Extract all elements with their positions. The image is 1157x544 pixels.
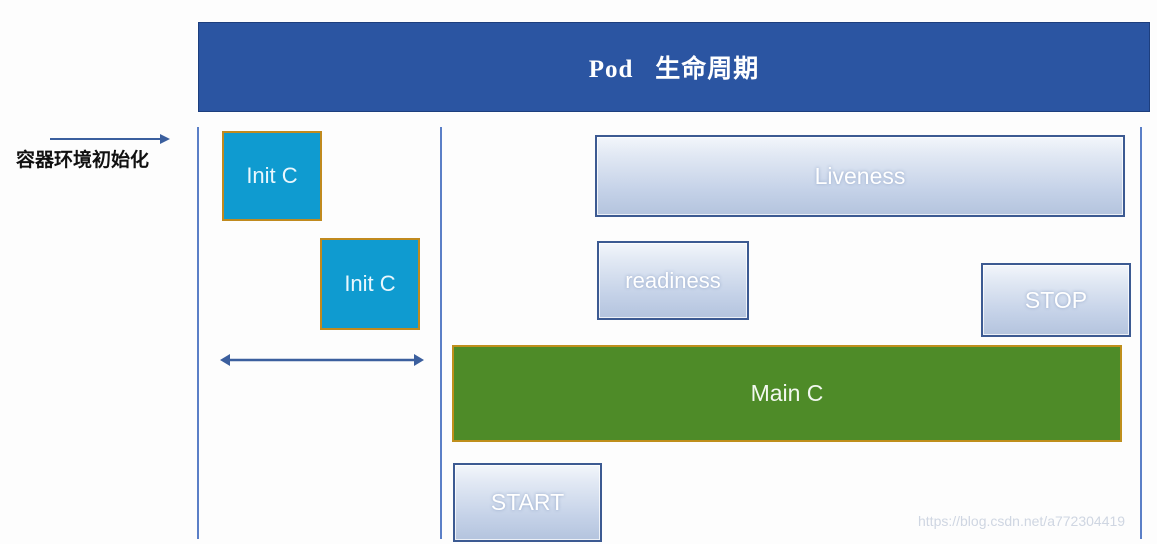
readiness-probe-box: readiness bbox=[597, 241, 749, 320]
liveness-probe-label: Liveness bbox=[814, 162, 906, 189]
stop-hook-label: STOP bbox=[1024, 286, 1088, 313]
timeline-rule-init-end bbox=[440, 127, 442, 539]
watermark: https://blog.csdn.net/a772304419 bbox=[918, 513, 1126, 529]
timeline-rule-start bbox=[197, 127, 199, 539]
stop-hook-box: STOP bbox=[981, 263, 1131, 337]
init-phase-label: 容器环境初始化 bbox=[16, 149, 150, 171]
diagram-title-banner: Pod 生命周期 bbox=[198, 22, 1150, 112]
timeline-rule-end bbox=[1140, 127, 1142, 539]
main-container-box: Main C bbox=[452, 345, 1122, 442]
start-hook-box: START bbox=[453, 463, 602, 542]
right-arrow-icon bbox=[50, 134, 170, 144]
init-container-box-1: Init C bbox=[222, 131, 322, 221]
page-title: Pod 生命周期 bbox=[588, 56, 760, 83]
start-hook-label: START bbox=[490, 489, 565, 515]
double-headed-arrow-icon bbox=[220, 354, 424, 366]
main-container-label: Main C bbox=[750, 380, 824, 406]
init-container-box-2: Init C bbox=[320, 238, 420, 330]
init-container-label-2: Init C bbox=[344, 271, 396, 296]
liveness-probe-box: Liveness bbox=[595, 135, 1125, 217]
readiness-probe-label: readiness bbox=[625, 267, 721, 293]
init-container-label-1: Init C bbox=[246, 163, 298, 188]
